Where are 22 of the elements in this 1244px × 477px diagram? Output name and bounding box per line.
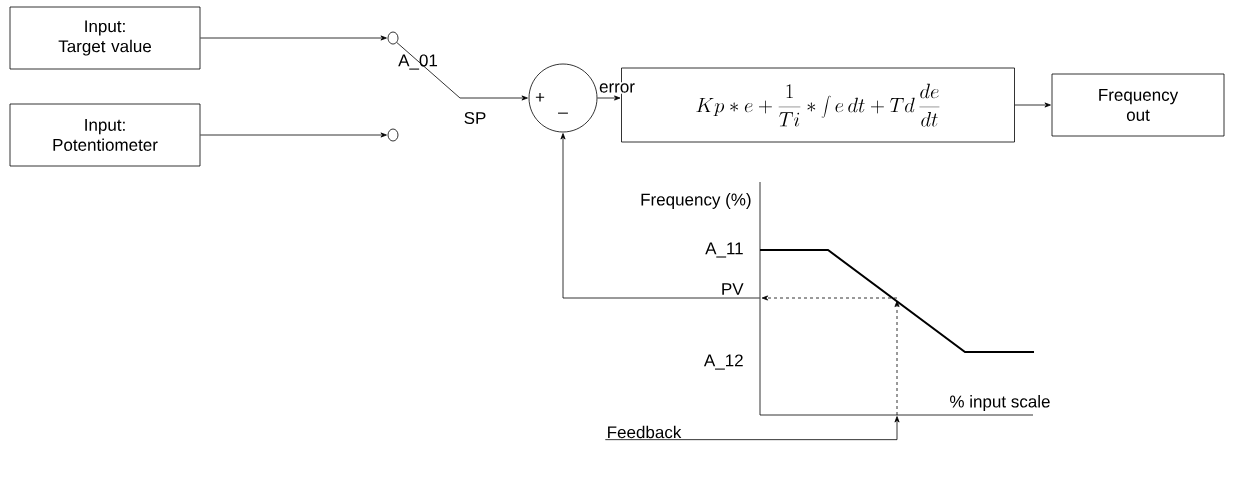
summing-junction: + _ (528, 63, 598, 133)
edge-label: error (598, 82, 636, 94)
text-label: % input scale (950, 395, 1050, 411)
text-label: Frequency (%) (641, 193, 751, 209)
process-box: Input: Target value (9, 6, 201, 70)
switch-contact (387, 128, 399, 142)
edge-label: SP (462, 111, 488, 125)
connector-arrow (1014, 102, 1051, 108)
connector-arrow (597, 95, 621, 101)
connector-arrow (200, 132, 387, 138)
switch-contact (387, 31, 399, 45)
text-label: A_12 (703, 354, 743, 370)
connector-arrow (560, 133, 760, 299)
text-label: A_01 (398, 54, 437, 70)
text-label: Feedback (608, 425, 682, 439)
connector-arrow (604, 416, 900, 441)
connector-arrow (200, 35, 387, 41)
process-box: Frequency out (1051, 73, 1225, 137)
process-box: Input: Potentiometer (9, 103, 201, 167)
text-label: PV (722, 283, 744, 295)
text-label: A_11 (705, 242, 743, 258)
connector-arrow (396, 42, 528, 101)
